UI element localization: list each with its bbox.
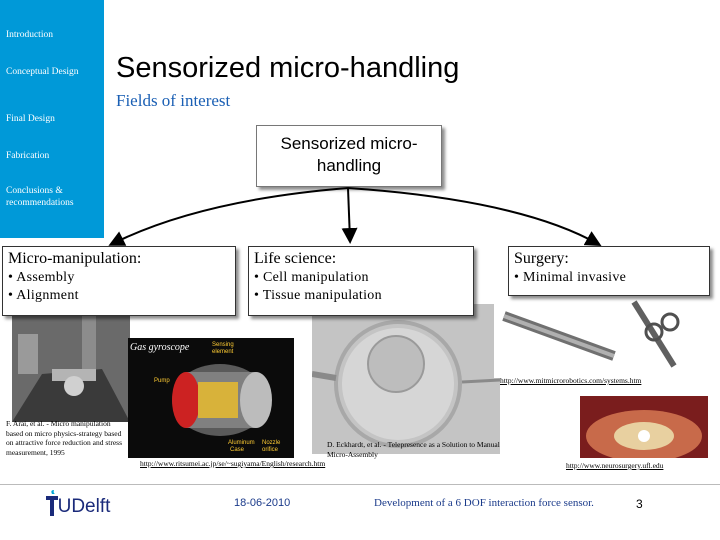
- svg-text:Aluminum: Aluminum: [228, 440, 255, 446]
- surgery-source-link-bottom[interactable]: http://www.neurosurgery.ufl.edu: [566, 461, 664, 470]
- footer-divider: [0, 484, 720, 485]
- micro-manipulator-illustration: [12, 314, 130, 422]
- category-micro-manipulation: Micro-manipulation: • Assembly • Alignme…: [2, 246, 236, 316]
- sidebar-item-conclusions[interactable]: Conclusions & recommendations: [6, 186, 74, 208]
- surgical-instrument-illustration: [494, 296, 690, 378]
- sidebar-nav: Introduction Conceptual Design Final Des…: [0, 0, 104, 238]
- surgery-source-link-top[interactable]: http://www.mitmicrorobotics.com/systems.…: [500, 376, 642, 386]
- arrow-to-surgery: [347, 187, 602, 246]
- surgical-tool-photo: [494, 296, 690, 378]
- svg-text:Sensing: Sensing: [212, 342, 234, 348]
- category-bullet: • Minimal invasive: [514, 270, 627, 285]
- svg-text:Nozzle: Nozzle: [262, 440, 281, 446]
- category-bullet: • Alignment: [8, 288, 79, 303]
- gas-gyroscope-photo: Sensing element Pump Aluminum Case Nozzl…: [128, 338, 294, 458]
- svg-text:Pump: Pump: [154, 378, 170, 384]
- sidebar-item-conceptual-design[interactable]: Conceptual Design: [6, 67, 79, 77]
- category-title: Surgery:: [514, 250, 569, 267]
- page-number: 3: [636, 497, 643, 511]
- category-bullet: • Tissue manipulation: [254, 288, 382, 303]
- cell-illustration: [312, 304, 500, 454]
- sidebar-item-fabrication[interactable]: Fabrication: [6, 151, 50, 161]
- cell-manipulation-caption: D. Eckhardt, et al. - Telepresence as a …: [327, 440, 500, 459]
- micro-manipulation-photo: [12, 314, 130, 422]
- category-title: Micro-manipulation:: [8, 250, 142, 267]
- anatomy-illustration: [580, 396, 708, 458]
- category-life-science: Life science: • Cell manipulation • Tiss…: [248, 246, 474, 316]
- gyroscope-illustration: Sensing element Pump Aluminum Case Nozzl…: [128, 338, 294, 458]
- arrow-to-life: [341, 187, 358, 244]
- footer-title: Development of a 6 DOF interaction force…: [374, 497, 594, 509]
- gas-gyroscope-label: Gas gyroscope: [130, 342, 190, 353]
- tudelft-flame-icon: [46, 490, 58, 516]
- gyroscope-source-link[interactable]: http://www.ritsumei.ac.jp/se/~sugiyama/E…: [140, 459, 326, 468]
- tudelft-logo-text: TUDelft: [46, 496, 111, 517]
- cell-manipulation-photo: [312, 304, 500, 454]
- svg-text:orifice: orifice: [262, 447, 279, 453]
- micro-manipulation-caption: F. Arai, et al. - Micro manipulation bas…: [6, 419, 122, 457]
- surgery-anatomy-photo: [580, 396, 708, 458]
- sidebar-item-introduction[interactable]: Introduction: [6, 30, 53, 40]
- category-bullet: • Cell manipulation: [254, 270, 369, 285]
- svg-text:Case: Case: [230, 447, 245, 453]
- center-topic-box: Sensorized micro-handling: [256, 125, 442, 187]
- slide-title: Sensorized micro-handling: [116, 52, 460, 84]
- arrow-to-micro: [108, 187, 349, 246]
- svg-text:element: element: [212, 349, 234, 355]
- sidebar-item-final-design[interactable]: Final Design: [6, 114, 55, 124]
- category-surgery: Surgery: • Minimal invasive: [508, 246, 710, 296]
- category-title: Life science:: [254, 250, 337, 267]
- footer-date: 18-06-2010: [234, 497, 291, 509]
- category-bullet: • Assembly: [8, 270, 75, 285]
- slide-subtitle: Fields of interest: [116, 91, 231, 110]
- tudelft-logo: [44, 490, 118, 520]
